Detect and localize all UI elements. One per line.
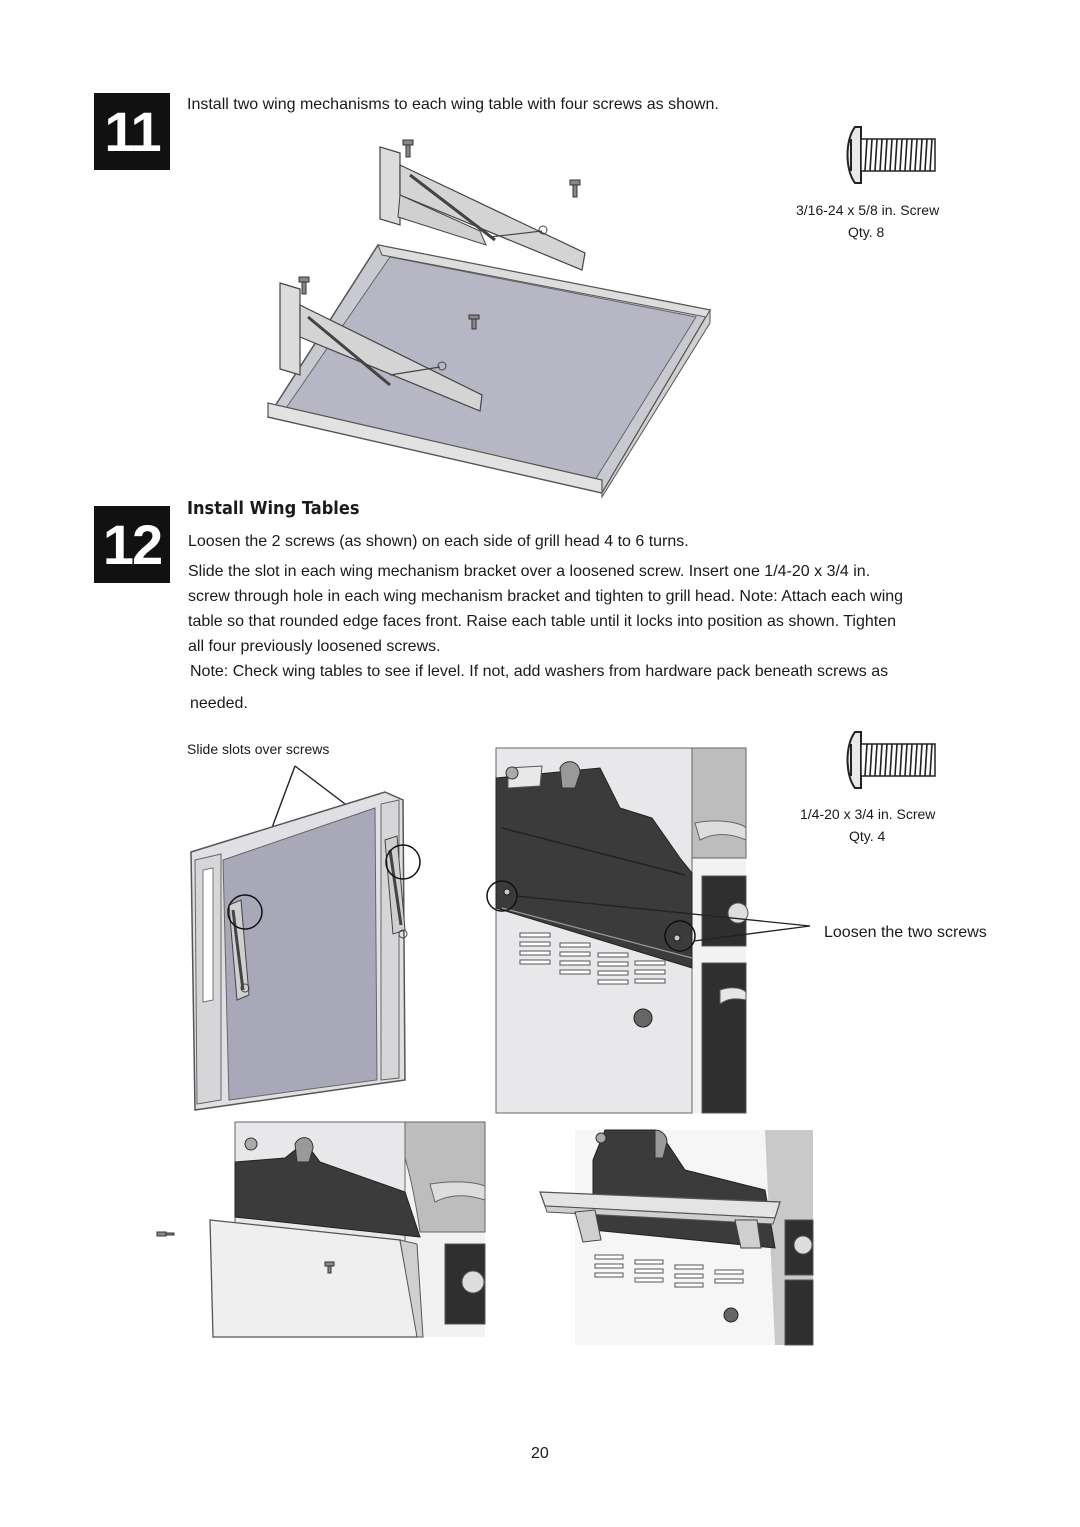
page-number: 20 [531,1445,549,1462]
hardware-12-qty: Qty. 4 [849,828,886,844]
step-12-heading: Install Wing Tables [187,498,360,519]
raised-table-illustration [539,1129,814,1346]
step-11-instruction: Install two wing mechanisms to each wing… [187,96,719,113]
grill-side-illustration [486,747,811,1114]
step-12-para-line: table so that rounded edge faces front. … [188,613,896,630]
step-12-number: 12 [102,513,163,576]
wing-table-assembly-illustration [266,139,712,499]
step-12-line1: Loosen the 2 screws (as shown) on each s… [188,533,689,550]
step-12-note-line: Note: Check wing tables to see if level.… [190,663,889,680]
hardware-11-label: 3/16-24 x 5/8 in. Screw [796,202,940,218]
hardware-12-label: 1/4-20 x 3/4 in. Screw [800,806,936,822]
wing-table-side-illustration [190,765,421,1111]
screw-icon [846,731,936,789]
step-11-number: 11 [104,100,161,163]
step-12-para-line: Slide the slot in each wing mechanism br… [188,563,871,580]
step-12-note-line: needed. [190,695,248,712]
screw-icon [846,126,936,184]
step-12-para-line: all four previously loosened screws. [188,638,441,655]
step-11-badge: 11 [94,93,170,170]
callout-slide-slots: Slide slots over screws [187,741,330,757]
step-12-badge: 12 [94,506,170,583]
step-12-para-line: screw through hole in each wing mechanis… [188,588,904,605]
hardware-11-qty: Qty. 8 [848,224,885,240]
callout-loosen-screws: Loosen the two screws [824,924,987,941]
attach-table-illustration [156,1121,486,1338]
